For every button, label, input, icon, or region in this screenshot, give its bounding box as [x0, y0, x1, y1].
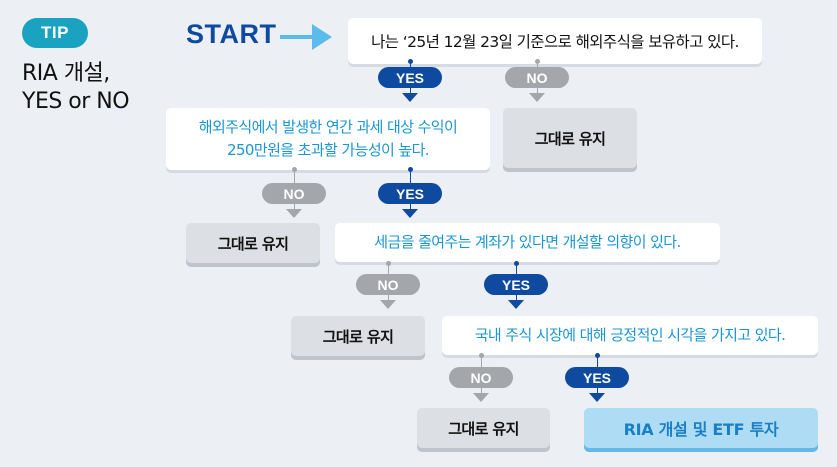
start-label: START: [186, 19, 277, 49]
connector-line: [480, 356, 482, 368]
connector-dot: [408, 59, 413, 64]
connector-line: [409, 204, 411, 209]
connector-line: [536, 88, 538, 93]
connector-line: [409, 62, 411, 70]
connector-line: [293, 170, 295, 185]
yes-pill: YES: [565, 367, 629, 388]
question-2-line-2: 250만원을 초과할 가능성이 높다.: [227, 141, 430, 159]
tip-badge: TIP: [22, 18, 88, 48]
arrow-down-icon: [402, 93, 418, 102]
no-pill: NO: [449, 367, 513, 388]
arrow-down-icon: [529, 93, 545, 102]
connector-line: [596, 388, 598, 393]
connector-line: [409, 170, 411, 185]
question-4-box: 국내 주식 시장에 대해 긍정적인 시각을 가지고 있다.: [442, 316, 818, 355]
arrow-down-icon: [286, 209, 302, 218]
keep-outcome-3: 그대로 유지: [291, 316, 425, 356]
keep-outcome-4: 그대로 유지: [417, 408, 550, 448]
final-outcome-box: RIA 개설 및 ETF 투자: [584, 408, 818, 448]
arrow-down-icon: [473, 393, 489, 402]
keep-outcome-2: 그대로 유지: [186, 223, 320, 263]
connector-line: [387, 295, 389, 300]
connector-line: [409, 88, 411, 93]
title-line-1: RIA 개설,: [22, 61, 110, 86]
connector-dot: [514, 261, 519, 266]
connector-dot: [292, 167, 297, 172]
question-1-box: 나는 ‘25년 12월 23일 기준으로 해외주식을 보유하고 있다.: [348, 18, 762, 64]
question-2-line-1: 해외주식에서 발생한 연간 과세 대상 수익이: [198, 118, 458, 136]
question-2-box: 해외주식에서 발생한 연간 과세 대상 수익이 250만원을 초과할 가능성이 …: [166, 108, 490, 170]
yes-pill: YES: [378, 183, 442, 204]
no-pill: NO: [356, 274, 420, 295]
arrow-down-icon: [380, 300, 396, 309]
keep-outcome-1: 그대로 유지: [503, 108, 637, 168]
connector-line: [536, 62, 538, 70]
no-pill: NO: [505, 67, 569, 88]
connector-dot: [408, 167, 413, 172]
connector-dot: [595, 353, 600, 358]
connector-line: [293, 204, 295, 209]
arrow-down-icon: [508, 300, 524, 309]
title-line-2: YES or NO: [22, 89, 130, 114]
connector-line: [515, 295, 517, 300]
connector-dot: [535, 59, 540, 64]
question-3-box: 세금을 줄여주는 계좌가 있다면 개설할 의향이 있다.: [335, 223, 720, 262]
arrow-right-icon: [280, 24, 332, 50]
connector-dot: [386, 261, 391, 266]
no-pill: NO: [262, 183, 326, 204]
arrow-down-icon: [589, 393, 605, 402]
connector-line: [480, 388, 482, 393]
page-title: RIA 개설, YES or NO: [22, 60, 130, 116]
arrow-down-icon: [402, 209, 418, 218]
connector-line: [596, 356, 598, 368]
connector-line: [515, 264, 517, 276]
yes-pill: YES: [484, 274, 548, 295]
connector-dot: [479, 353, 484, 358]
yes-pill: YES: [378, 67, 442, 88]
connector-line: [387, 264, 389, 276]
